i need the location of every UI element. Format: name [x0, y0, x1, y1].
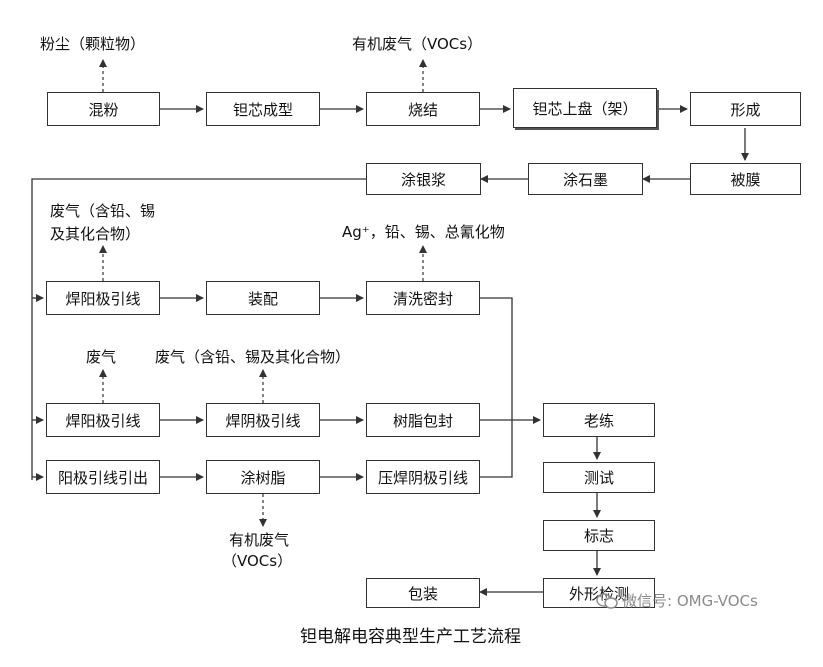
emission-voc-top: 有机废气（VOCs） — [352, 35, 483, 53]
watermark-text: 微信号: OMG-VOCs — [622, 592, 758, 610]
process-test: 测试 — [543, 462, 655, 493]
process-weld-anode-2: 焊阳极引线 — [46, 403, 160, 437]
process-anode-lead-out: 阳极引线引出 — [46, 460, 160, 494]
emission-dust: 粉尘（颗粒物） — [40, 35, 146, 53]
watermark: 微信号: OMG-VOCs — [596, 590, 758, 611]
process-weld-anode-1: 焊阳极引线 — [46, 281, 160, 315]
emission-gas: 废气 — [86, 348, 117, 366]
process-resin-coat: 涂树脂 — [206, 460, 320, 494]
emission-voc-bottom-line1: 有机废气 — [229, 531, 290, 549]
process-graphite: 涂石墨 — [528, 163, 643, 195]
process-weld-cathode: 焊阴极引线 — [206, 403, 320, 437]
process-silver: 涂银浆 — [366, 163, 481, 195]
emission-lead-gas-line1: 废气（含铅、锡 — [50, 202, 156, 220]
line-clean-to-aging — [480, 297, 513, 420]
process-resin-seal: 树脂包封 — [366, 403, 480, 437]
process-aging: 老练 — [543, 403, 655, 437]
process-package: 包装 — [366, 578, 480, 608]
process-mix: 混粉 — [47, 92, 160, 126]
emission-voc-bottom-line2: （VOCs） — [222, 552, 293, 570]
line-silver-to-bus — [31, 178, 366, 480]
diagram-caption: 钽电解电容典型生产工艺流程 — [300, 627, 521, 647]
wechat-icon — [596, 592, 618, 609]
process-coating: 被膜 — [690, 163, 801, 195]
emission-lead-gas-line2: 及其化合物） — [50, 225, 141, 243]
process-sinter: 烧结 — [366, 92, 480, 126]
process-mark: 标志 — [543, 520, 655, 551]
process-assembly: 装配 — [206, 281, 320, 315]
emission-lead-gas-full: 废气（含铅、锡及其化合物） — [155, 348, 351, 366]
process-clean-seal: 清洗密封 — [366, 281, 480, 315]
process-core-form: 钽芯成型 — [206, 92, 320, 126]
process-mount: 钽芯上盘（架） — [513, 88, 657, 128]
process-press-weld-cathode: 压焊阴极引线 — [366, 460, 480, 494]
emission-ag: Ag⁺，铅、锡、总氰化物 — [342, 223, 505, 241]
line-press-to-bus — [480, 420, 513, 478]
process-forming: 形成 — [690, 92, 801, 126]
